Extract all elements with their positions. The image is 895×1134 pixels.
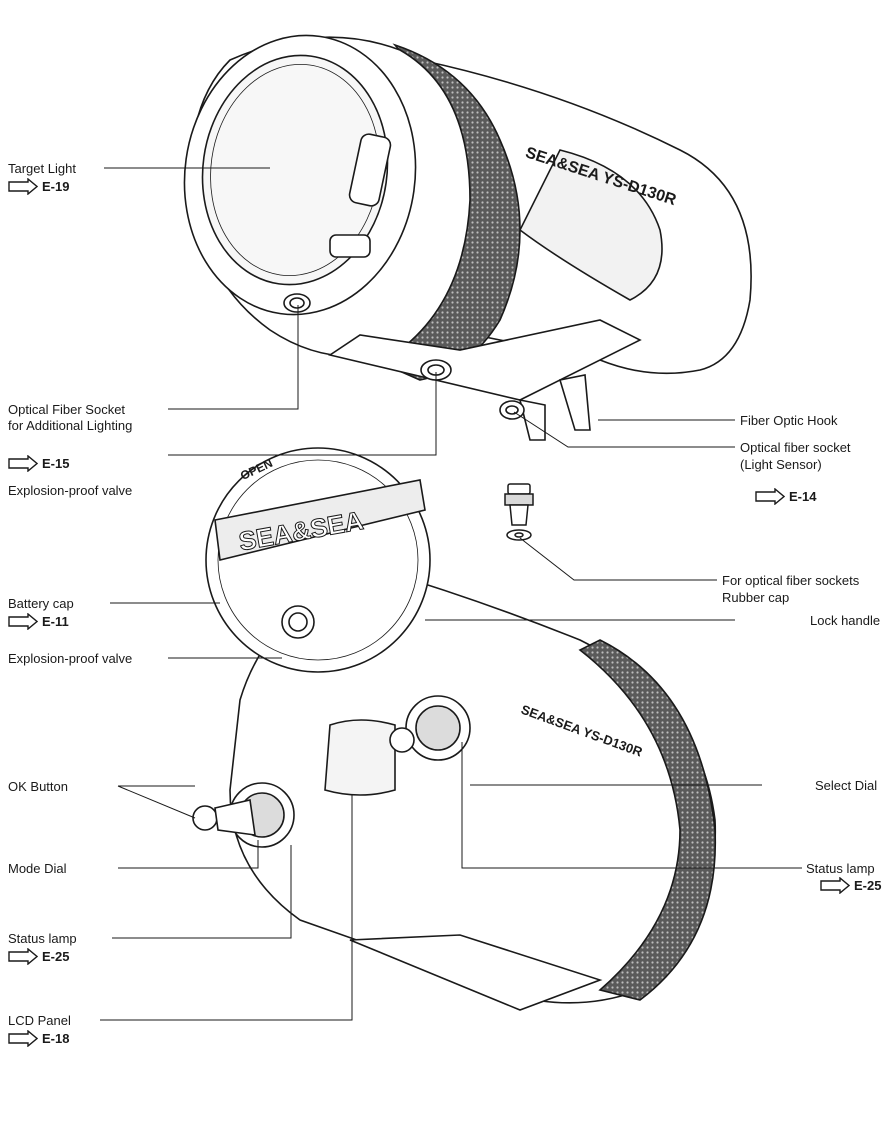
label-rubber-cap-1: For optical fiber sockets [722, 573, 860, 588]
label-battery-cap: Battery cap [8, 596, 74, 611]
label-status-lamp-right: Status lamp [806, 861, 875, 876]
ref-status-lamp-left-text: E-25 [42, 949, 70, 964]
ref-fiber-socket-text: E-15 [42, 456, 70, 471]
ok-button [192, 805, 218, 831]
lcd-panel [324, 719, 396, 796]
arrow-right-icon [820, 877, 850, 894]
arrow-right-icon [8, 613, 38, 630]
label-lcd-panel: LCD Panel [8, 1013, 71, 1028]
ref-light-sensor[interactable]: E-14 [755, 488, 816, 505]
arrow-right-icon [8, 948, 38, 965]
label-fiber-optic-hook: Fiber Optic Hook [740, 413, 838, 428]
rubber-cap-part [504, 483, 534, 541]
label-rubber-cap-2: Rubber cap [722, 590, 790, 605]
label-light-sensor-2: (Light Sensor) [740, 457, 822, 472]
label-lock-handle: Lock handle [810, 613, 881, 628]
lock-handle [214, 479, 426, 561]
label-explosion-valve-top: Explosion-proof valve [8, 483, 133, 498]
leader-lines [100, 167, 802, 1021]
ref-fiber-socket[interactable]: E-15 [8, 455, 69, 472]
ref-target-light-text: E-19 [42, 179, 70, 194]
strobe-front-view: SEA&SEA YS-D130R [183, 34, 752, 441]
label-light-sensor-1: Optical fiber socket [740, 440, 851, 455]
arrow-right-icon [8, 1030, 38, 1047]
ref-target-light[interactable]: E-19 [8, 178, 69, 195]
label-mode-dial: Mode Dial [8, 861, 67, 876]
target-light-lens [201, 54, 389, 286]
ref-battery-cap[interactable]: E-11 [8, 613, 69, 630]
ref-status-lamp-right-text: E-25 [854, 878, 882, 893]
strobe-rear-view: SEA&SEA OPEN SEA&SEA YS-D130R [192, 447, 717, 1011]
ref-battery-cap-text: E-11 [42, 614, 69, 629]
label-fiber-socket-2: for Additional Lighting [8, 418, 133, 433]
arrow-right-icon [755, 488, 785, 505]
label-ok-button: OK Button [8, 779, 68, 794]
ref-light-sensor-text: E-14 [789, 489, 817, 504]
label-fiber-socket-1: Optical Fiber Socket [8, 402, 126, 417]
ref-lcd-panel-text: E-18 [42, 1031, 70, 1046]
label-explosion-valve-bottom: Explosion-proof valve [8, 651, 133, 666]
arrow-right-icon [8, 455, 38, 472]
label-status-lamp-left: Status lamp [8, 931, 77, 946]
ref-status-lamp-right[interactable]: E-25 [820, 877, 881, 894]
label-select-dial: Select Dial [815, 778, 878, 793]
label-target-light: Target Light [8, 161, 76, 176]
rear-knurled-ring [578, 639, 717, 1001]
ref-status-lamp-left[interactable]: E-25 [8, 948, 69, 965]
arrow-right-icon [8, 178, 38, 195]
ref-lcd-panel[interactable]: E-18 [8, 1030, 69, 1047]
